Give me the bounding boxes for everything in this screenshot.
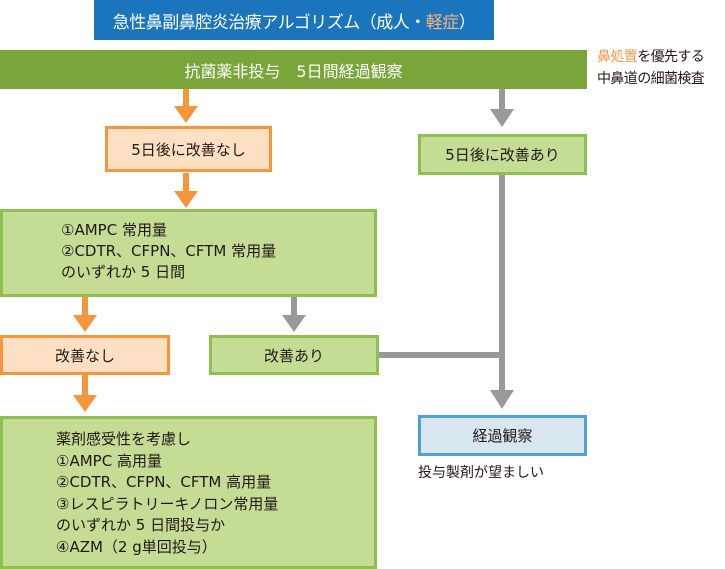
node-label: 5日後に改善あり (445, 146, 560, 164)
page-title: 急性鼻副鼻腔炎治療アルゴリズム（成人・軽症） (94, 0, 494, 40)
title-highlight: 軽症 (425, 12, 460, 33)
arrow-orange-2 (174, 173, 198, 208)
therapy-line: ②CDTR、CFPN、CFTM 高用量 (56, 473, 272, 491)
arrow-orange-3 (73, 296, 97, 332)
node-first-line-therapy: ①AMPC 常用量 ②CDTR、CFPN、CFTM 常用量 のいずれか 5 日間 (0, 209, 377, 297)
therapy-line: ①AMPC 高用量 (56, 451, 162, 470)
arrow-orange-4 (73, 374, 97, 412)
initial-step-banner: 抗菌薬非投与 5日間経過観察 (0, 50, 587, 89)
node-label: 改善なし (54, 346, 115, 365)
node-label: 経過観察 (472, 427, 533, 445)
note-highlight: 鼻処置 (597, 49, 638, 65)
node-observation: 経過観察 (418, 415, 587, 456)
therapy-line: ②CDTR、CFPN、CFTM 常用量 (61, 242, 277, 260)
node-label: 5日後に改善なし (131, 140, 246, 159)
node-second-line-therapy: 薬剤感受性を考慮し ①AMPC 高用量 ②CDTR、CFPN、CFTM 高用量 … (0, 416, 377, 569)
therapy-line: のいずれか 5 日間 (61, 263, 186, 281)
therapy-line: ③レスピラトリーキノロン常用量 (56, 494, 279, 513)
banner-label: 抗菌薬非投与 5日間経過観察 (184, 61, 403, 81)
therapy-line: のいずれか 5 日間投与か (56, 516, 226, 534)
node-improvement: 改善あり (209, 335, 379, 375)
arrow-gray-1 (490, 89, 514, 127)
observation-note: 投与製剤が望ましい (418, 465, 544, 481)
therapy-line: ①AMPC 常用量 (61, 221, 167, 239)
note-line1: を優先する (637, 49, 705, 65)
node-label: 改善あり (263, 346, 324, 365)
arrow-orange-1 (174, 89, 198, 123)
title-end: ） (458, 12, 476, 33)
arrow-gray-2 (282, 296, 306, 332)
therapy-line: 薬剤感受性を考慮し (56, 430, 192, 448)
therapy-line: ④AZM（2 g単回投与） (56, 537, 217, 556)
note-line2: 中鼻道の細菌検査 (597, 71, 705, 87)
arrow-gray-3 (379, 175, 514, 409)
node-improvement-5-days: 5日後に改善あり (418, 134, 587, 175)
node-no-improvement-5-days: 5日後に改善なし (105, 126, 272, 172)
node-no-improvement: 改善なし (0, 335, 170, 375)
title-main: 急性鼻副鼻腔炎治療アルゴリズム（成人・ (112, 12, 427, 33)
side-note: 鼻処置を優先する 中鼻道の細菌検査 (597, 46, 725, 90)
